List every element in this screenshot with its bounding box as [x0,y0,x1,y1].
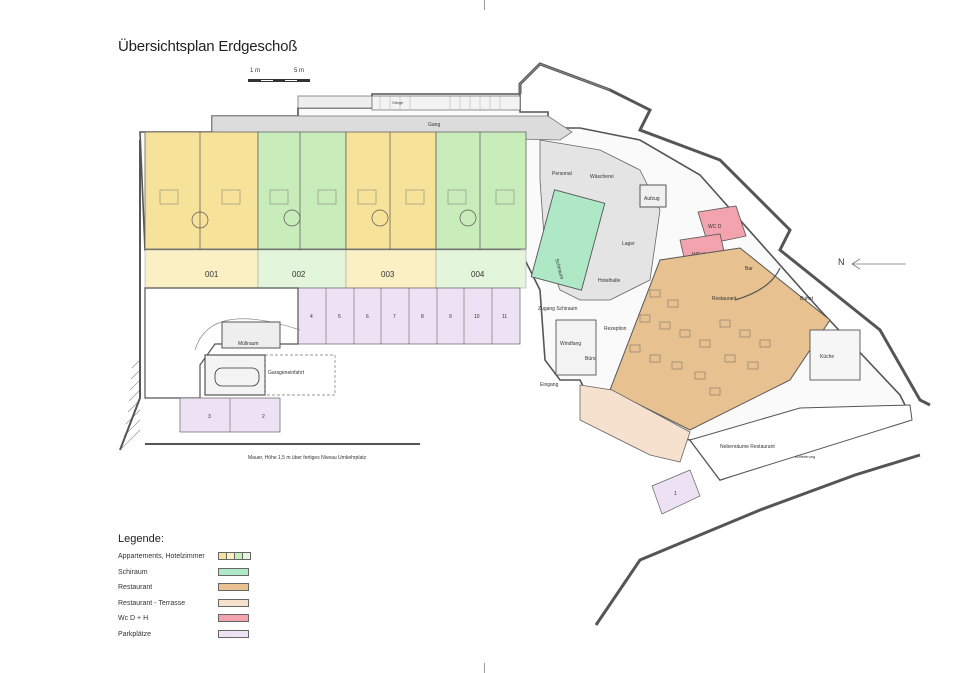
legend-swatch [218,567,249,576]
legend-item-apartments: Appartements, Hotelzimmer [118,551,318,567]
legend-item-schiraum: Schiraum [118,567,318,583]
terrace [579,384,691,463]
legend-item-parking: Parkplätze [118,629,318,645]
stair-treads [379,96,501,110]
parking-5: 5 [338,314,341,320]
garage [204,354,266,396]
legend-swatch [218,614,249,623]
retaining-wall-inner [519,63,611,94]
parking-2: 2 [262,414,265,420]
zugang-schiraum-label: Zugang Schiraum [538,306,577,312]
wall-note: Mauer, Höhe 1,5 m über fertiges Niveau U… [248,455,367,461]
parking-10: 10 [474,314,480,320]
turning-curve [194,318,301,351]
arrow-left-icon [851,258,906,270]
scale-bar-graphic [248,79,310,82]
crop-mark-bottom [484,663,485,673]
apartment-004 [435,131,527,289]
legend-swatch-part [242,552,251,560]
lager-label: Lager [622,241,635,247]
parking-11: 11 [502,314,507,320]
parking-3: 3 [208,414,211,420]
legend-swatch-apartments [218,552,251,560]
north-arrow: N [838,254,908,274]
unit-label-004: 004 [471,270,485,279]
kueche-label: Küche [820,354,834,360]
apartment-002 [257,131,347,289]
parking-9: 9 [449,314,452,320]
unit-label-001: 001 [205,270,219,279]
legend-item-terrasse: Restaurant - Terrasse [118,598,318,614]
unit-label-003: 003 [381,270,395,279]
bar-label: Bar [745,266,753,272]
stair-1 [297,95,373,109]
buero-label: Büro [585,356,596,362]
retaining-wall-lower [594,453,921,626]
crop-mark-top [484,0,485,10]
wc-d-room [697,205,747,245]
rezeption-label: Rezeption [604,326,627,332]
legend-label: Wc D + H [118,615,149,623]
terrain-hatch-left [121,359,141,449]
schiraum-label: Schiraum [553,258,564,280]
scale-label-left: 1 m [250,68,261,74]
wc-d-label: WC D [708,224,722,230]
parking-8: 8 [421,314,424,320]
parking-4: 4 [310,314,313,320]
legend-label: Parkplätze [118,630,152,638]
legend-swatch [218,598,249,607]
legend-label: Restaurant - Terrasse [118,599,186,607]
parking-terrace [651,469,701,515]
unit-label-002: 002 [292,270,306,279]
windfang-label: Windfang [560,341,581,347]
muellraum-room [221,321,281,349]
eingang-label: Eingang [540,382,559,388]
parking-row-upper [297,287,521,345]
legend-label: Appartements, Hotelzimmer [118,553,205,560]
legend-label: Schiraum [118,568,148,576]
north-label: N [838,257,845,267]
muellraum-label: Müllraum [238,341,259,347]
personal-label: Personal [552,171,572,177]
aufzug-label: Aufzug [644,196,660,202]
parking-1: 1 [674,491,677,497]
legend-label: Restaurant [118,584,153,592]
nebenraeume-area [689,404,913,481]
legend-item-restaurant: Restaurant [118,582,318,598]
outer-wall-left [119,140,141,451]
anlieferung-label: Anlieferung [795,454,815,459]
restaurant-label: Restaurant [712,296,737,302]
restaurant-tables [629,289,771,396]
garage-entry [264,354,336,396]
scale-bar: 1 m 5 m [248,68,318,84]
car-icon [214,367,260,387]
legend-swatch [218,583,249,592]
windfang-room [555,319,597,376]
bar-counter [734,267,781,301]
legend-item-wc: Wc D + H [118,613,318,629]
legend-title: Legende: [118,533,164,545]
page-title: Übersichtsplan Erdgeschoß [118,38,298,55]
hotelhalle-label: Hotelhalle [598,278,620,284]
stair-2 [371,95,521,111]
legend: Legende: Appartements, Hotelzimmer Schir… [118,533,318,645]
aufzug-room [639,184,667,208]
waescherei-label: Wäscherei [590,174,614,180]
parking-7: 7 [393,314,396,320]
buffet-label: Buffet [800,296,814,302]
scale-label-right: 5 m [294,68,305,74]
schiraum-room [530,189,606,291]
garageneinfahrt-label: Garageneinfahrt [268,370,305,376]
legend-swatch [218,629,249,638]
nebenraeume-label: Nebenräume Restaurant [720,444,775,450]
kueche-room [809,329,861,381]
apartment-003 [345,131,437,289]
apartment-001 [144,131,259,289]
parking-6: 6 [366,314,369,320]
